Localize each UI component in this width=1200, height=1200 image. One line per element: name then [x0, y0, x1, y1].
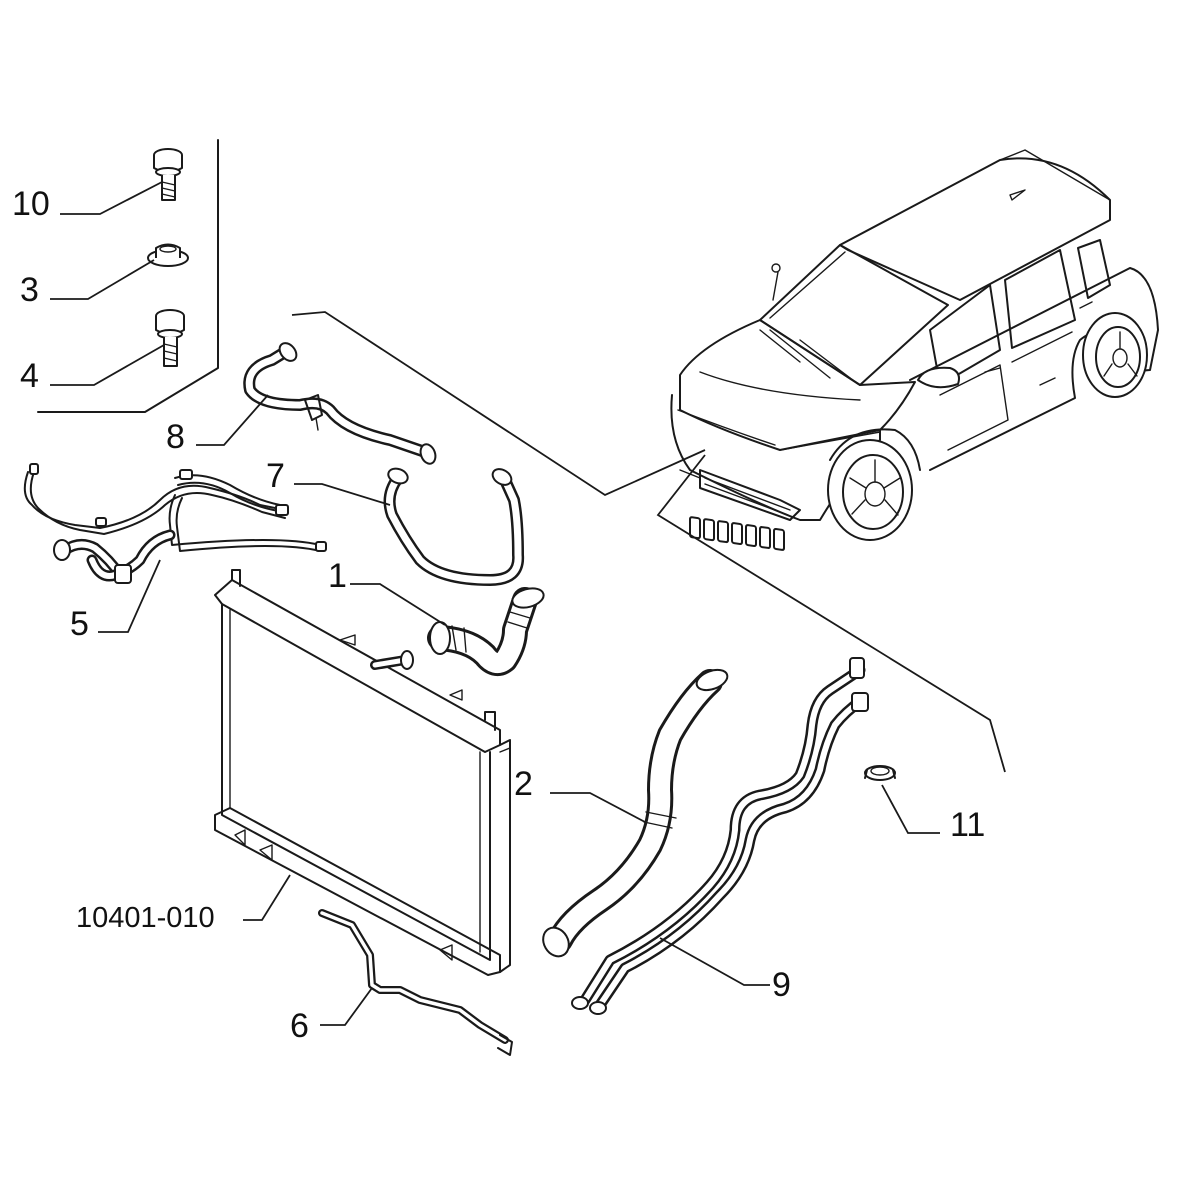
label-part-11: 11 [950, 806, 985, 844]
front-wheel [827, 428, 921, 541]
ref-line-lower [656, 454, 1006, 773]
callout-leaders [50, 181, 940, 1026]
label-part-8: 8 [166, 418, 185, 456]
pipe-part-6[interactable] [318, 909, 513, 1056]
label-part-3: 3 [20, 271, 39, 309]
radiator-assembly[interactable] [214, 569, 511, 976]
hose-part-2[interactable] [538, 666, 730, 961]
label-part-10: 10 [12, 185, 50, 223]
label-part-4: 4 [20, 357, 39, 395]
hose-harness-part-5[interactable] [23, 463, 327, 584]
label-radiator-ref: 10401-010 [76, 902, 215, 934]
grille-slots [689, 516, 785, 551]
vehicle-illustration [291, 149, 1159, 773]
bolt-part-4[interactable] [155, 309, 185, 367]
clamp-part-11[interactable] [864, 765, 896, 781]
label-part-6: 6 [290, 1007, 309, 1045]
label-part-2: 2 [514, 765, 533, 803]
nut-part-3[interactable] [147, 243, 189, 267]
rear-wheel [1082, 312, 1148, 398]
hose-part-9[interactable] [571, 657, 869, 1015]
label-part-9: 9 [772, 966, 791, 1004]
hose-part-1[interactable] [427, 585, 546, 676]
ref-line-upper [291, 311, 706, 497]
label-part-5: 5 [70, 605, 89, 643]
hose-part-8[interactable] [243, 340, 438, 466]
fastener-panel [37, 139, 219, 413]
hose-part-7[interactable] [383, 466, 525, 586]
bolt-part-10[interactable] [153, 148, 183, 201]
fastener-panel-frame [37, 139, 219, 413]
label-part-7: 7 [266, 457, 285, 495]
label-part-1: 1 [328, 557, 347, 595]
